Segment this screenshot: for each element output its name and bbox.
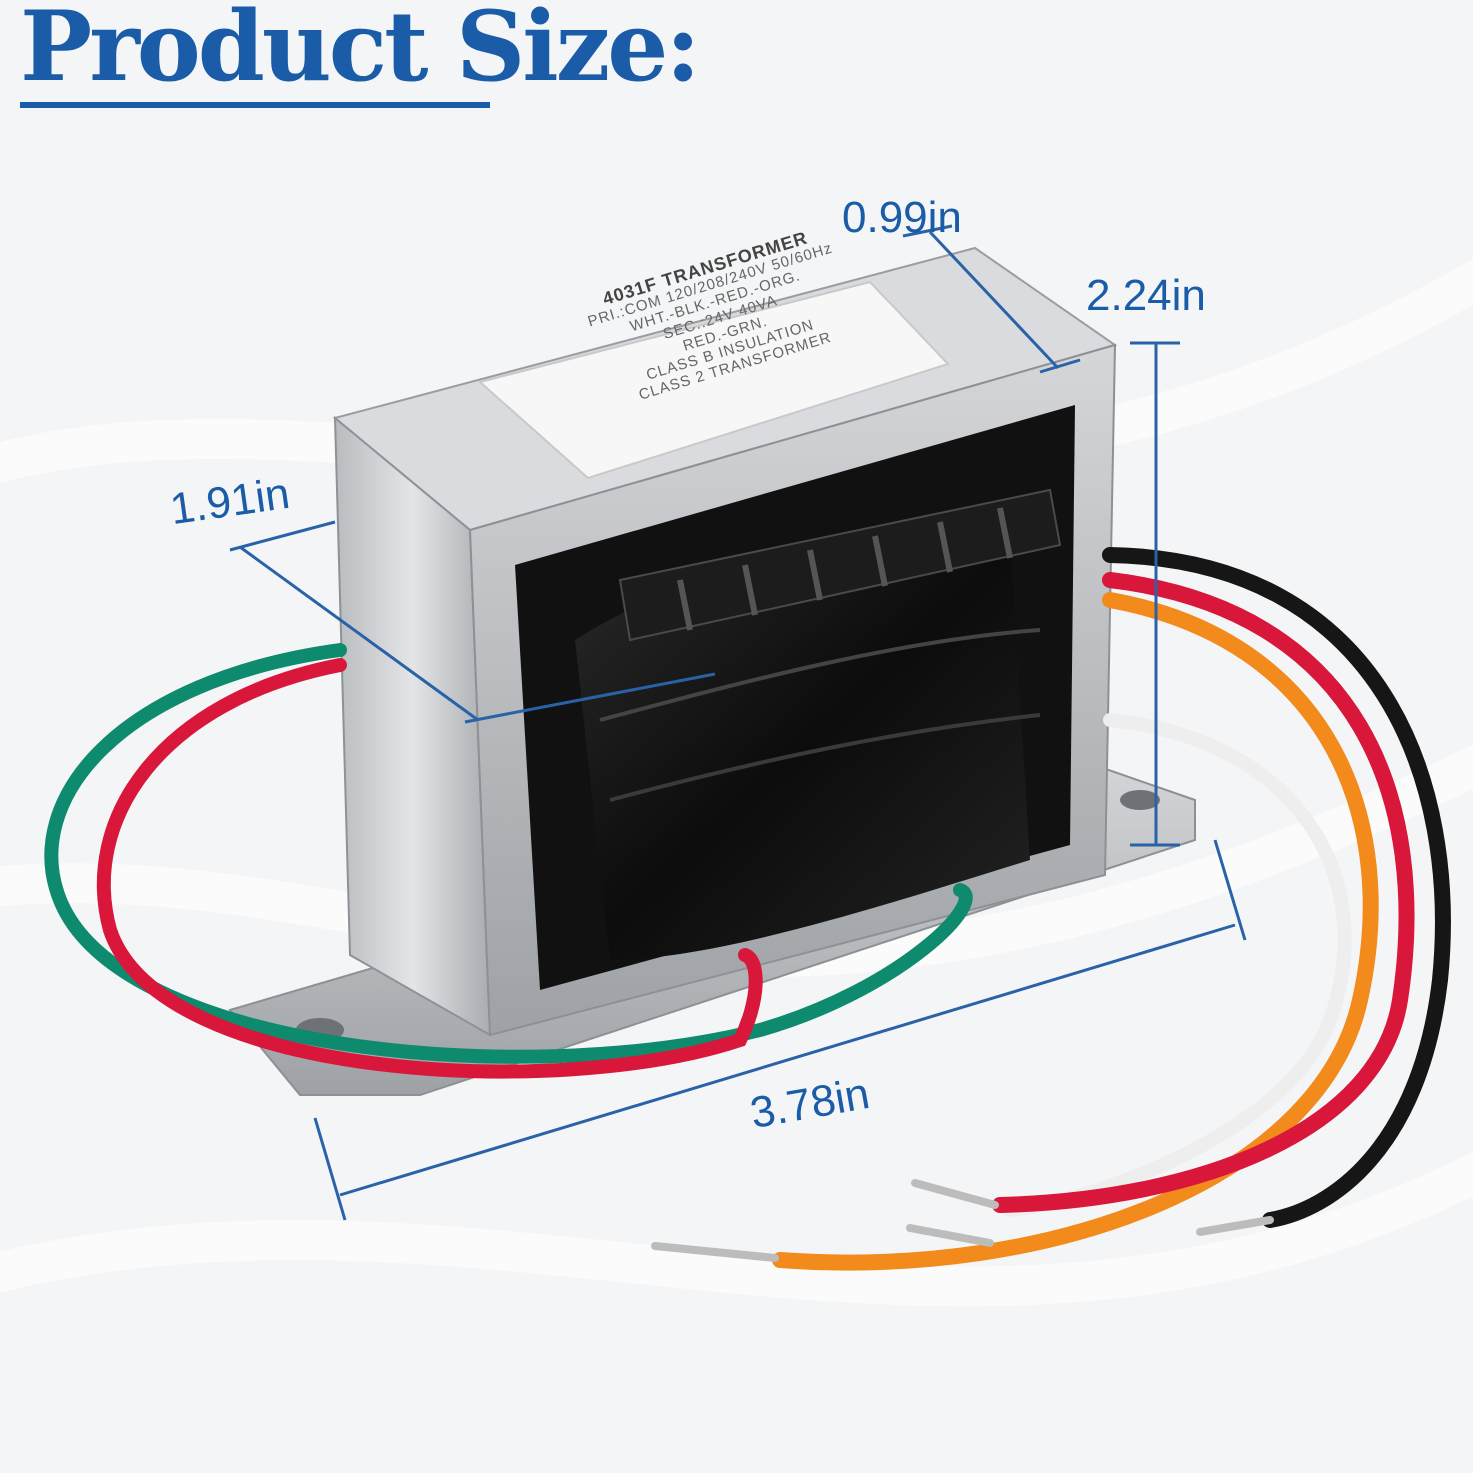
dimension-lines — [229, 224, 1247, 1221]
length-line — [339, 923, 1236, 1197]
orange-wire — [772, 592, 1379, 1271]
width-line — [239, 545, 479, 722]
lead-wires — [44, 547, 1451, 1271]
depth-dimension-label: 0.99in — [842, 193, 962, 242]
white-wire — [1003, 713, 1352, 1217]
depth-line — [928, 230, 1060, 370]
wire-tip-white — [906, 1224, 994, 1247]
green-wire — [44, 643, 973, 1064]
transformer-body — [332, 246, 1118, 1037]
height-dimension-label: 2.24in — [1086, 271, 1206, 320]
wire-tip-red — [911, 1179, 999, 1209]
red-wire-right — [992, 572, 1415, 1213]
wire-tip-black — [1196, 1216, 1274, 1236]
wire-tip-orange — [651, 1242, 779, 1262]
red-wire-left — [96, 658, 763, 1079]
black-wire — [1102, 547, 1451, 1228]
page-title: Product Size: — [20, 0, 701, 103]
title-underline — [20, 102, 490, 108]
